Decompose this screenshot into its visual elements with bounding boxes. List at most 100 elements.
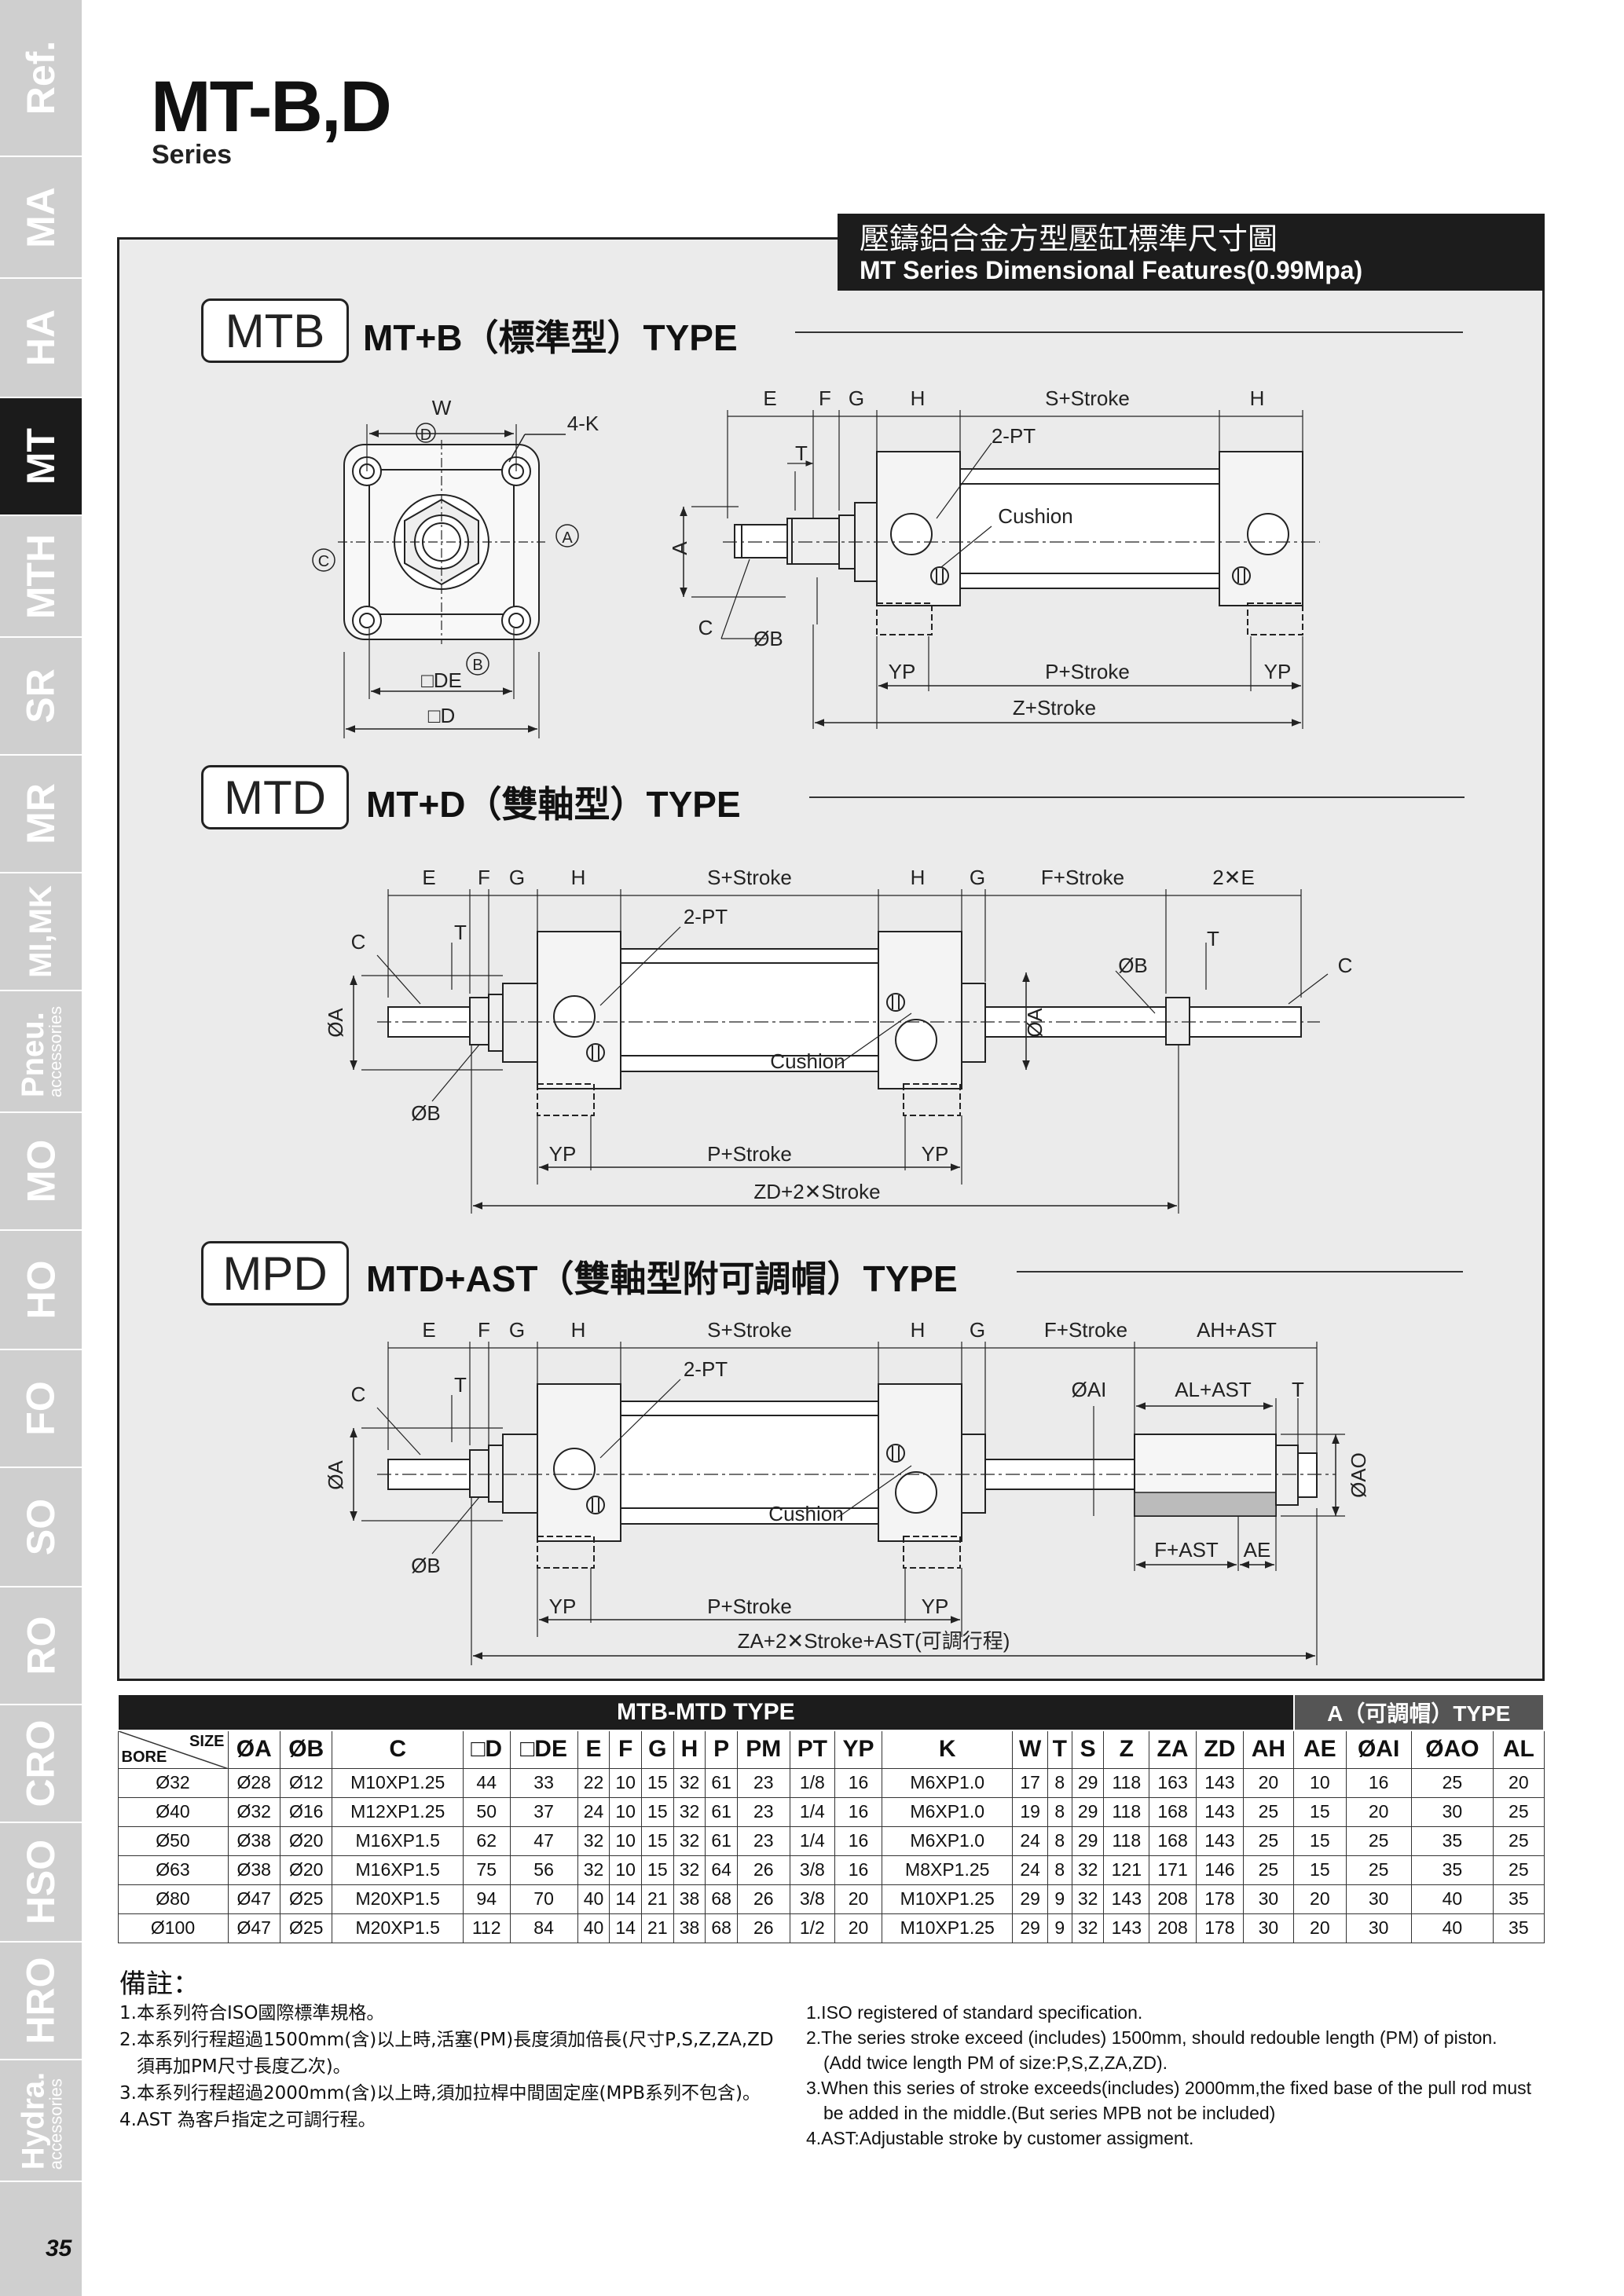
sidebar-tab-ha[interactable]: HA <box>0 279 82 398</box>
table-cell: 68 <box>705 1913 739 1943</box>
table-cell: 8 <box>1047 1855 1072 1885</box>
table-cell: 35 <box>1493 1884 1545 1914</box>
series-title: MT-B,D <box>151 67 392 147</box>
table-cell: 23 <box>737 1796 790 1827</box>
sidebar-tab-hro[interactable]: HRO <box>0 1943 82 2060</box>
table-cell: 10 <box>609 1825 642 1856</box>
table-cell: 25 <box>1493 1855 1545 1885</box>
col-header: YP <box>834 1730 882 1769</box>
table-cell: 84 <box>509 1913 578 1943</box>
table-cell: 25 <box>1493 1796 1545 1827</box>
table-cell: 61 <box>705 1796 739 1827</box>
sidebar-tab-hso[interactable]: HSO <box>0 1823 82 1943</box>
panel-header-zh: 壓鑄鋁合金方型壓缸標準尺寸圖 <box>860 222 1278 256</box>
table-cell: M20XP1.5 <box>332 1884 464 1914</box>
table-cell: Ø50 <box>117 1825 229 1856</box>
table-cell: 178 <box>1195 1884 1244 1914</box>
panel-header: 壓鑄鋁合金方型壓缸標準尺寸圖 MT Series Dimensional Fea… <box>838 214 1545 291</box>
sidebar-tab-mt[interactable]: MT <box>0 398 82 516</box>
table-cell: 118 <box>1103 1796 1150 1827</box>
sidebar-tab-fo[interactable]: FO <box>0 1350 82 1468</box>
sidebar-tab-mo[interactable]: MO <box>0 1113 82 1231</box>
table-cell: 112 <box>462 1913 511 1943</box>
table-cell: 9 <box>1047 1913 1072 1943</box>
table-cell: 10 <box>609 1855 642 1885</box>
table-cell: M10XP1.25 <box>881 1884 1014 1914</box>
table-cell: 15 <box>641 1796 674 1827</box>
table-cell: 30 <box>1242 1884 1295 1914</box>
table-cell: 25 <box>1410 1767 1494 1798</box>
table-cell: 21 <box>641 1913 674 1943</box>
sidebar-tab-mr[interactable]: MR <box>0 756 82 873</box>
table-cell: Ø47 <box>227 1913 280 1943</box>
table-cell: M6XP1.0 <box>881 1796 1014 1827</box>
table-cell: 40 <box>577 1913 610 1943</box>
type-title-mtd: MT+D（雙軸型）TYPE <box>366 784 741 825</box>
table-cell: 70 <box>509 1884 578 1914</box>
sidebar-tab-mth[interactable]: MTH <box>0 516 82 638</box>
table-cell: 75 <box>462 1855 511 1885</box>
sidebar-tab-ref[interactable]: Ref. <box>0 0 82 157</box>
bore-label: BORE <box>121 1748 167 1766</box>
table-cell: 40 <box>577 1884 610 1914</box>
type-divider-mpd <box>1017 1271 1463 1273</box>
table-cell: 1/8 <box>789 1767 836 1798</box>
sidebar-tab-mimk[interactable]: MI,MK <box>0 873 82 991</box>
sidebar-tab-so[interactable]: SO <box>0 1468 82 1587</box>
table-cell: 171 <box>1149 1855 1197 1885</box>
note-en-2b: (Add twice length PM of size:P,S,Z,ZA,ZD… <box>823 2052 1168 2073</box>
table-cell: 40 <box>1410 1884 1494 1914</box>
table-cell: 143 <box>1195 1825 1244 1856</box>
col-header: ØAO <box>1410 1730 1494 1769</box>
table-cell: 143 <box>1195 1796 1244 1827</box>
table-cell: 37 <box>509 1796 578 1827</box>
table-cell: 118 <box>1103 1767 1150 1798</box>
table-cell: 35 <box>1410 1825 1494 1856</box>
table-cell: 25 <box>1345 1825 1412 1856</box>
col-header: H <box>673 1730 706 1769</box>
table-cell: 146 <box>1195 1855 1244 1885</box>
table-cell: 24 <box>577 1796 610 1827</box>
table-cell: Ø12 <box>279 1767 333 1798</box>
table-cell: 32 <box>577 1825 610 1856</box>
table-cell: 20 <box>834 1913 882 1943</box>
table-cell: 24 <box>1012 1825 1048 1856</box>
col-header: T <box>1047 1730 1072 1769</box>
col-header: W <box>1012 1730 1048 1769</box>
table-cell: 15 <box>641 1855 674 1885</box>
sidebar-tab-ro[interactable]: RO <box>0 1587 82 1705</box>
sidebar-tab-cro[interactable]: CRO <box>0 1705 82 1823</box>
col-header: S <box>1071 1730 1105 1769</box>
notes-en: 1.ISO registered of standard specificati… <box>806 2000 1545 2151</box>
table-cell: 33 <box>509 1767 578 1798</box>
col-header: AH <box>1242 1730 1295 1769</box>
sidebar-tab-pneu-sub: accessories <box>46 1005 65 1097</box>
note-en-3b: be added in the middle.(But series MPB n… <box>823 2103 1276 2123</box>
table-cell: Ø20 <box>279 1825 333 1856</box>
table-cell: 32 <box>673 1825 706 1856</box>
table-cell: Ø25 <box>279 1884 333 1914</box>
diagram-panel <box>117 237 1545 1681</box>
sidebar-tab-ma[interactable]: MA <box>0 157 82 279</box>
table-cell: 35 <box>1493 1913 1545 1943</box>
table-cell: 20 <box>1293 1884 1347 1914</box>
table-cell: 38 <box>673 1913 706 1943</box>
table-cell: 32 <box>577 1855 610 1885</box>
table-cell: 29 <box>1071 1767 1105 1798</box>
sidebar-tab-hydra[interactable]: Hydra.accessories <box>0 2060 82 2182</box>
sidebar-tab-pneu[interactable]: Pneu.accessories <box>0 991 82 1113</box>
table-cell: 10 <box>609 1767 642 1798</box>
sidebar-tab-ho[interactable]: HO <box>0 1231 82 1350</box>
note-zh-1: 1.本系列符合ISO國際標準規格。 <box>119 2003 385 2023</box>
table-cell: Ø20 <box>279 1855 333 1885</box>
table-cell: 40 <box>1410 1913 1494 1943</box>
table-cell: Ø80 <box>117 1884 229 1914</box>
table-cell: 16 <box>834 1767 882 1798</box>
table-cell: 14 <box>609 1884 642 1914</box>
table-cell: Ø32 <box>117 1767 229 1798</box>
sidebar-tab-sr[interactable]: SR <box>0 638 82 756</box>
col-header: ØA <box>227 1730 280 1769</box>
table-cell: 208 <box>1149 1884 1197 1914</box>
